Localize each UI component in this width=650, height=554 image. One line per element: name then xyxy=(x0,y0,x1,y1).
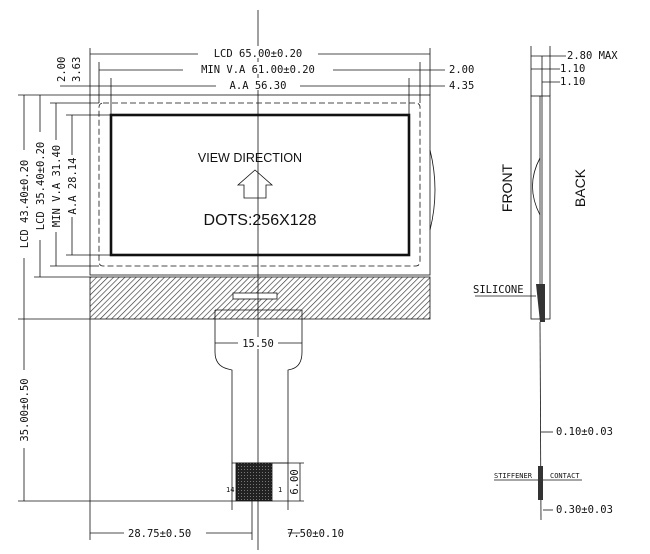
silicone-seal xyxy=(536,284,545,322)
pin-height-label: 6.00 xyxy=(289,469,301,494)
left-2-00-label: 2.00 xyxy=(56,57,68,82)
view-direction-label: VIEW DIRECTION xyxy=(198,151,302,165)
offset-x-label: 28.75±0.50 xyxy=(128,528,191,540)
side-bump xyxy=(429,149,436,231)
va-height-label: MIN V.A 31.40 xyxy=(51,145,63,227)
pin-right-label: 1 xyxy=(278,486,282,494)
fpc-length-dimension: 35.00±0.50 xyxy=(17,319,236,502)
lcd-height2-label: LCD 35.40±0.20 xyxy=(35,142,47,231)
active-area xyxy=(109,113,411,257)
fpc-length-label: 35.00±0.50 xyxy=(19,378,31,441)
up-arrow-icon xyxy=(236,169,274,199)
contact-pads xyxy=(235,462,273,502)
back-label: BACK xyxy=(572,168,588,207)
thickness-1-label: 1.10 xyxy=(560,63,585,75)
viewing-area xyxy=(98,102,421,267)
lcd-outline xyxy=(89,94,431,276)
fpc-tail: 15.50 14 1 6.00 xyxy=(214,309,304,510)
max-thickness-label: 2.80 MAX xyxy=(567,50,618,62)
side-view: 2.80 MAX 1.10 1.10 FRONT BACK SILICONE 0… xyxy=(473,46,618,521)
pin-left-label: 14 xyxy=(226,486,234,494)
bottom-dimensions: 28.75±0.50 7.50±0.10 xyxy=(89,319,344,540)
stiffener-block xyxy=(538,466,543,500)
lcd-height-label: LCD 43.40±0.20 xyxy=(19,160,31,249)
front-label: FRONT xyxy=(499,163,515,212)
right-4-35-label: 4.35 xyxy=(449,80,474,92)
thickness-2-label: 1.10 xyxy=(560,76,585,88)
contact-label: CONTACT xyxy=(550,472,580,480)
right-2-00-label: 2.00 xyxy=(449,64,474,76)
aa-height-label: A.A 28.14 xyxy=(67,158,79,215)
va-width-label: MIN V.A 61.00±0.20 xyxy=(201,64,315,76)
silicone-label: SILICONE xyxy=(473,284,524,296)
dots-label: DOTS:256X128 xyxy=(204,212,317,229)
aa-width-label: A.A 56.30 xyxy=(230,80,287,92)
contact-width-label: 7.50±0.10 xyxy=(287,528,344,540)
front-view: VIEW DIRECTION DOTS:256X128 LCD 65.00±0.… xyxy=(17,10,474,550)
fpc-width-label: 15.50 xyxy=(242,338,274,350)
left-dimensions: LCD 43.40±0.20 LCD 35.40±0.20 MIN V.A 31… xyxy=(17,94,111,320)
lcd-width-label: LCD 65.00±0.20 xyxy=(214,48,303,60)
left-3-63-label: 3.63 xyxy=(71,57,83,82)
stiffener-thickness-label: 0.30±0.03 xyxy=(556,504,613,516)
connector-slot xyxy=(232,292,278,300)
side-bump-profile xyxy=(532,157,541,216)
fpc-thickness-label: 0.10±0.03 xyxy=(556,426,613,438)
top-dimensions: LCD 65.00±0.20 MIN V.A 61.00±0.20 A.A 56… xyxy=(56,46,474,115)
stiffener-label: STIFFENER xyxy=(494,472,533,480)
